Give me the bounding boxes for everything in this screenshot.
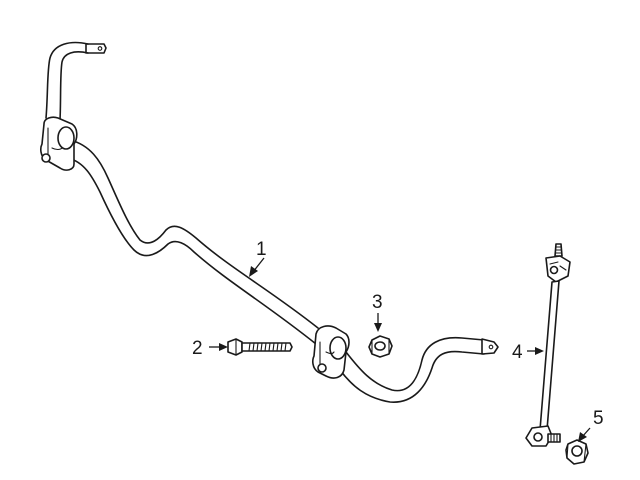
nut (368, 335, 393, 358)
callout-4: 4 (512, 342, 523, 363)
leader-4 (527, 347, 544, 355)
bolt (227, 338, 293, 356)
leader-3 (374, 313, 382, 332)
callout-5: 5 (593, 408, 604, 429)
leader-5 (578, 427, 591, 442)
leader-1 (249, 257, 265, 277)
callout-1: 1 (256, 239, 267, 260)
left-bushing-bracket (40, 116, 78, 171)
link-nut (565, 439, 589, 465)
callout-3: 3 (372, 292, 383, 313)
stabilizer-link (525, 243, 571, 447)
callout-2: 2 (192, 338, 203, 359)
leader-2 (209, 343, 228, 351)
stabilizer-bar (45, 41, 499, 403)
center-bushing-bracket (312, 325, 350, 379)
